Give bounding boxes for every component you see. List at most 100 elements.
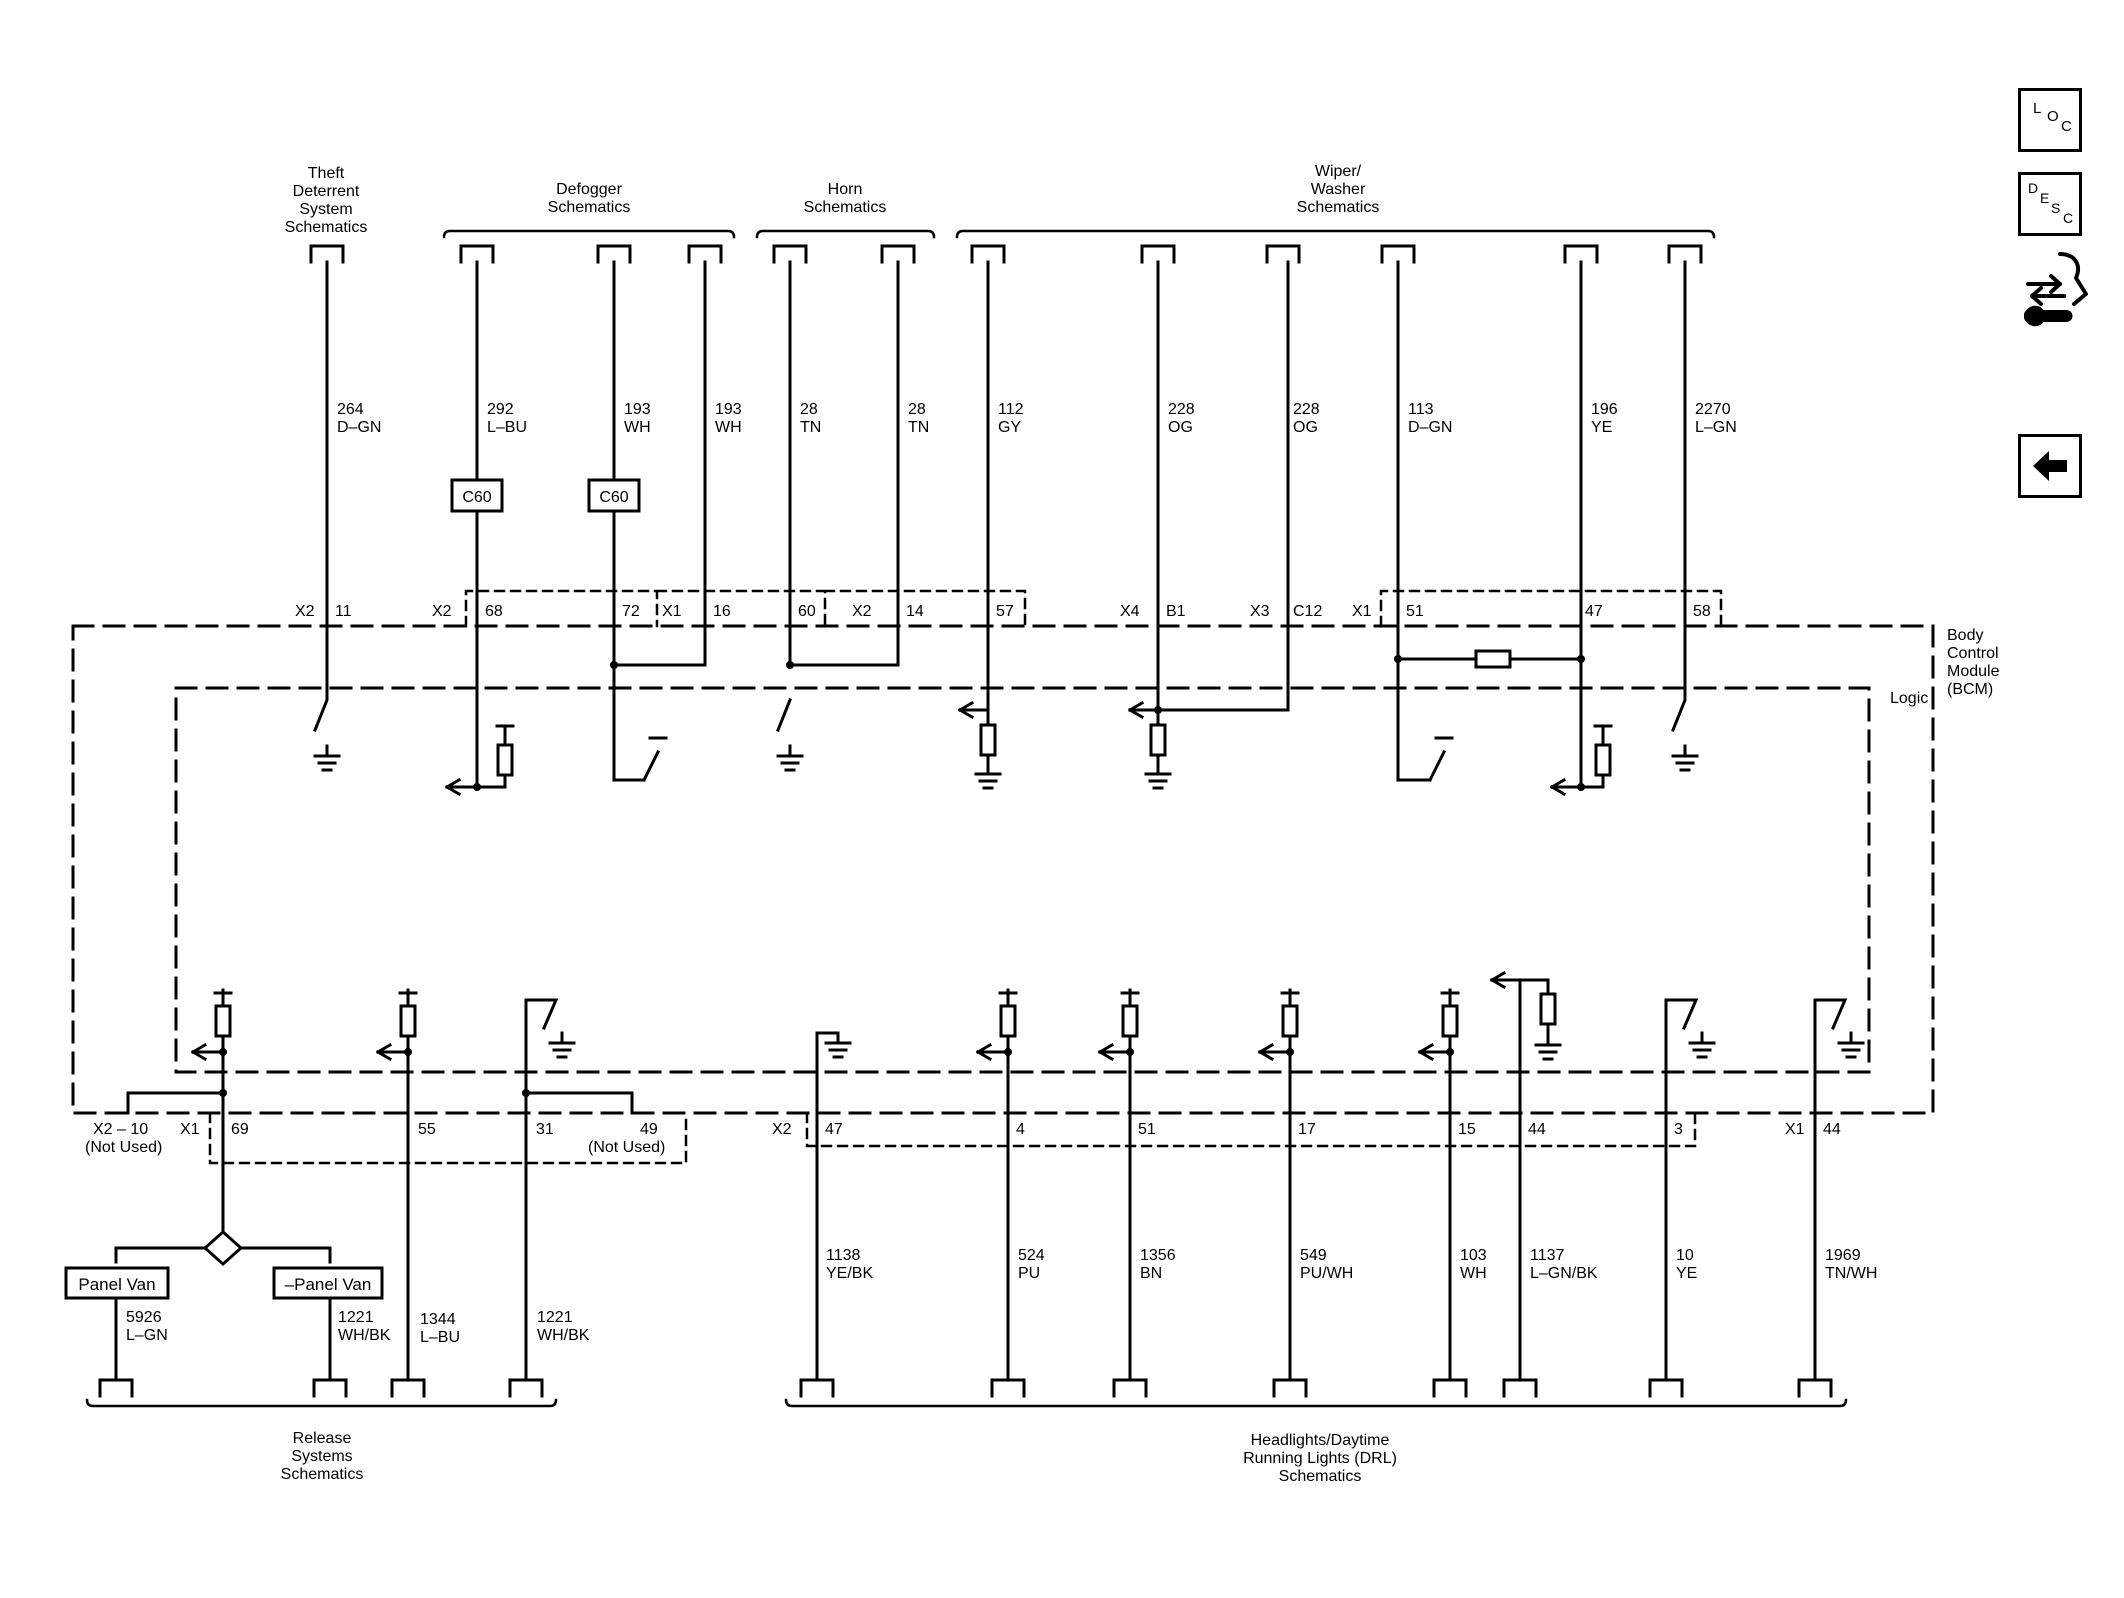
pin-44-bottom: 44: [1528, 1121, 1546, 1138]
top-brackets: [442, 229, 1716, 239]
top-ground-symbols: [313, 744, 1699, 790]
bottom-pin-labels: X2 – 10 (Not Used) X1 69 55 31 49 (Not U…: [85, 1121, 1841, 1156]
svg-text:PU: PU: [1018, 1265, 1040, 1282]
pin-49-note: (Not Used): [588, 1139, 665, 1156]
splice-diamond: [202, 1229, 244, 1267]
description-nav-icon[interactable]: D E S C: [2018, 172, 2082, 236]
svg-text:196: 196: [1591, 401, 1618, 418]
svg-text:28: 28: [800, 401, 818, 418]
svg-text:Panel Van: Panel Van: [78, 1275, 155, 1294]
svg-text:113: 113: [1408, 401, 1434, 418]
pin-57: 57: [996, 603, 1014, 620]
svg-text:D–GN: D–GN: [1408, 419, 1452, 436]
pin-connector-x1-51: X1: [1352, 603, 1372, 620]
bottom-terminals: [98, 1378, 1833, 1398]
svg-text:5926: 5926: [126, 1309, 162, 1326]
connector-dashes-top: [464, 589, 1723, 628]
svg-text:D: D: [2028, 180, 2038, 196]
svg-text:193: 193: [624, 401, 651, 418]
svg-text:228: 228: [1168, 401, 1195, 418]
logic-outline: [174, 686, 1871, 1074]
pin-47: 47: [1585, 603, 1603, 620]
svg-text:E: E: [2040, 190, 2049, 206]
svg-text:TN: TN: [800, 419, 821, 436]
svg-text:OG: OG: [1168, 419, 1193, 436]
svg-text:C60: C60: [599, 489, 628, 506]
svg-text:WH: WH: [624, 419, 651, 436]
svg-text:TN/WH: TN/WH: [1825, 1265, 1877, 1282]
svg-text:L–BU: L–BU: [420, 1329, 460, 1346]
pin-x2-10-note: (Not Used): [85, 1139, 162, 1156]
svg-text:1344: 1344: [420, 1311, 456, 1328]
svg-text:1138: 1138: [826, 1247, 861, 1264]
option-not-panel-van: –Panel Van: [272, 1266, 384, 1300]
svg-text:103: 103: [1460, 1247, 1487, 1264]
pin-72: 72: [622, 603, 640, 620]
top-wire-runs: [313, 260, 1687, 789]
pin-49: 49: [640, 1121, 658, 1138]
top-internal-components: [444, 700, 1613, 797]
connector-tool-icon[interactable]: [2020, 248, 2090, 332]
svg-text:OG: OG: [1293, 419, 1318, 436]
bottom-wire-runs: [114, 978, 1848, 1382]
svg-text:WH: WH: [1460, 1265, 1487, 1282]
pin-51: 51: [1406, 603, 1424, 620]
pin-14: 14: [906, 603, 924, 620]
svg-text:193: 193: [715, 401, 742, 418]
svg-text:292: 292: [487, 401, 514, 418]
bottom-pullups: [190, 970, 1557, 1062]
svg-text:264: 264: [337, 401, 364, 418]
svg-text:TN: TN: [908, 419, 929, 436]
pin-31: 31: [536, 1121, 554, 1138]
pin-15: 15: [1458, 1121, 1476, 1138]
bcm-outline: [71, 624, 1935, 1115]
top-pin-labels: X2 11 X2 68 72 X1 16 60 X2 14 57 X4 B1 X…: [295, 603, 1711, 620]
bottom-brackets: [85, 1398, 1848, 1408]
svg-text:L: L: [2033, 100, 2041, 117]
pin-44-x1: 44: [1823, 1121, 1841, 1138]
svg-text:10: 10: [1676, 1247, 1694, 1264]
top-junction-dots: [473, 655, 1585, 791]
svg-text:WH/BK: WH/BK: [338, 1327, 391, 1344]
svg-text:O: O: [2047, 108, 2059, 125]
svg-text:549: 549: [1300, 1247, 1327, 1264]
svg-text:1356: 1356: [1140, 1247, 1176, 1264]
pin-connector-x2-47: X2: [772, 1121, 792, 1138]
location-nav-icon[interactable]: L O C: [2018, 88, 2082, 152]
svg-text:1969: 1969: [1825, 1247, 1861, 1264]
svg-text:YE: YE: [1591, 419, 1612, 436]
bottom-junction-dots: [219, 1048, 1454, 1097]
bottom-ground-symbols: [548, 1031, 1865, 1061]
bridge-resistor: [1474, 649, 1512, 669]
pin-3: 3: [1674, 1121, 1683, 1138]
svg-text:C: C: [2061, 118, 2072, 135]
pin-69: 69: [231, 1121, 249, 1138]
svg-text:WH: WH: [715, 419, 742, 436]
svg-text:YE: YE: [1676, 1265, 1697, 1282]
back-arrow-icon[interactable]: [2018, 434, 2082, 498]
pin-47-bottom: 47: [825, 1121, 843, 1138]
svg-text:C: C: [2063, 210, 2073, 226]
connector-dashes-bottom: [208, 1111, 1697, 1165]
